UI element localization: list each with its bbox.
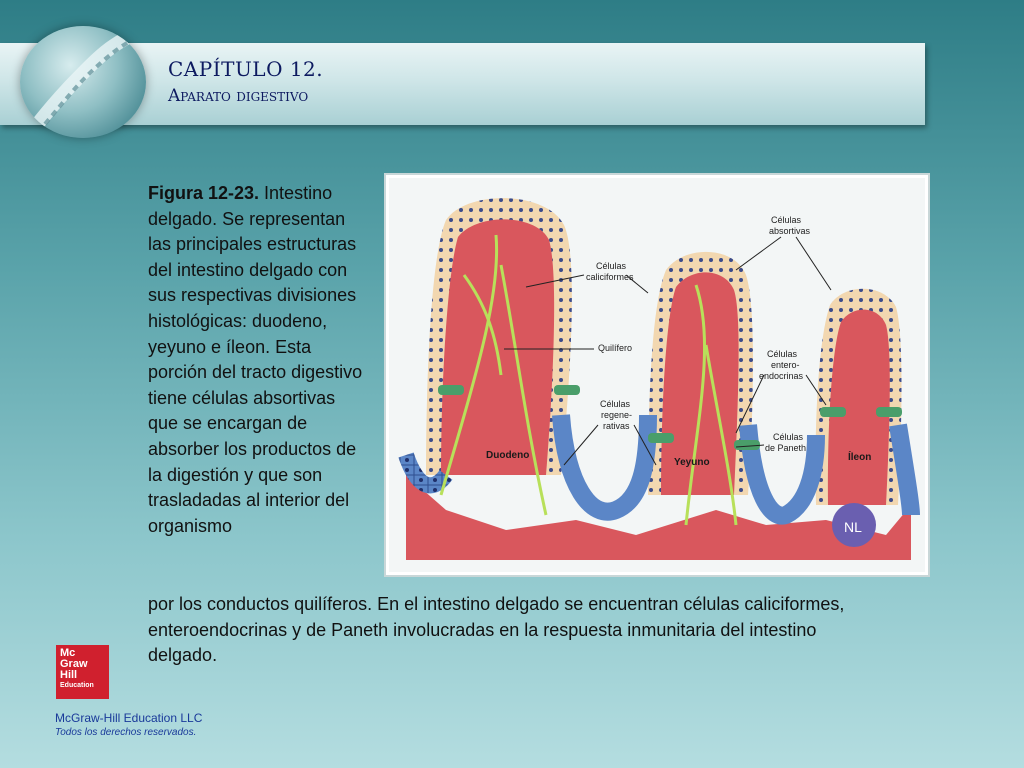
figure-caption: Figura 12-23. Intestino delgado. Se repr… [148, 181, 370, 539]
lacteal-duodeno [439, 234, 499, 496]
goblet-cell-2 [554, 385, 580, 395]
figure-caption-side: Intestino delgado. Se representan las pr… [148, 183, 363, 536]
goblet-cell-5 [820, 407, 846, 417]
intestine-illustration: NL Células absortivas Células caliciform… [384, 173, 930, 577]
lymph-nodule [832, 503, 876, 547]
figure-label: Figura 12-23. [148, 183, 260, 203]
label-regenerativas-2: regene- [601, 410, 632, 420]
chapter-subtitle: Aparato digestivo [168, 86, 309, 106]
label-enteroendocrinas-2: entero- [771, 360, 800, 370]
label-quilifero: Quilífero [598, 343, 632, 353]
goblet-cell-4 [734, 440, 760, 450]
label-paneth-2: de Paneth [765, 443, 806, 453]
label-ileon: Íleon [848, 450, 871, 463]
lacteal-yeyuno [684, 284, 707, 526]
label-enteroendocrinas-3: endocrinas [759, 371, 804, 381]
label-yeyuno: Yeyuno [674, 457, 710, 468]
header-bar [0, 43, 925, 125]
figure-caption-continued: por los conductos quilíferos. En el inte… [148, 594, 845, 666]
label-enteroendocrinas-1: Células [767, 349, 798, 359]
label-nl: NL [844, 519, 862, 535]
logo-line-4: Education [60, 682, 94, 689]
goblet-cell-3 [648, 433, 674, 443]
logo-line-3: Hill [60, 669, 78, 681]
logo-line-1: Mc [60, 647, 76, 659]
footer-company: McGraw-Hill Education LLC [55, 711, 203, 725]
label-caliciformes-1: Células [596, 261, 627, 271]
footer-rights: Todos los derechos reservados. [55, 727, 197, 738]
chapter-logo-image [20, 26, 146, 138]
label-absortivas-2: absortivas [769, 226, 811, 236]
chapter-title: CAPÍTULO 12. [168, 57, 324, 81]
label-duodeno: Duodeno [486, 450, 529, 461]
goblet-cell-6 [876, 407, 902, 417]
label-caliciformes-2: caliciformes [586, 272, 634, 282]
mcgraw-hill-logo: Mc Graw Hill Education [56, 645, 109, 699]
label-regenerativas-1: Células [600, 399, 631, 409]
goblet-cell-1 [438, 385, 464, 395]
label-regenerativas-3: rativas [603, 421, 630, 431]
label-paneth-1: Células [773, 432, 804, 442]
label-absortivas-1: Células [771, 215, 802, 225]
logo-line-2: Graw [60, 658, 88, 670]
